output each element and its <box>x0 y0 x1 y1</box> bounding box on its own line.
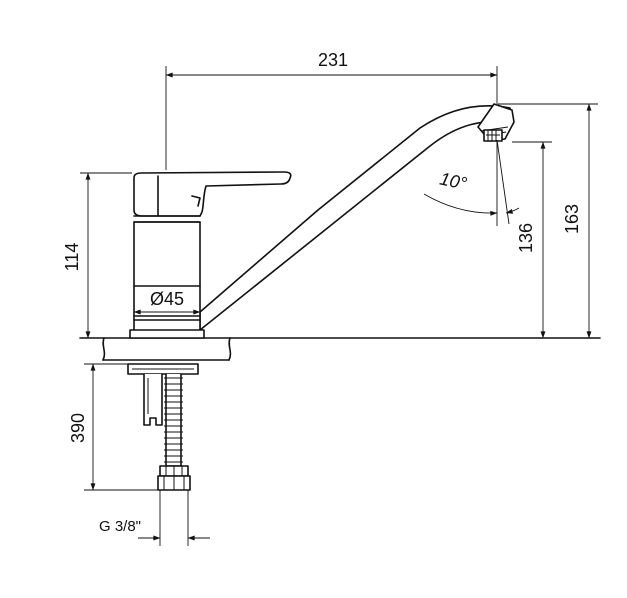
dimension-outlet-height-value: 136 <box>516 223 536 253</box>
dimension-hose-length: 390 <box>68 363 160 491</box>
countertop <box>79 337 601 361</box>
dimension-connection-thread-value: G 3/8" <box>99 518 141 535</box>
dimension-reach: 231 <box>165 50 498 170</box>
faucet-body <box>129 221 205 339</box>
dimension-body-height: 114 <box>62 172 132 339</box>
dimension-total-height-value: 163 <box>562 204 582 234</box>
dimension-body-height-value: 114 <box>62 243 82 272</box>
dimension-outlet-height: 136 <box>512 141 552 339</box>
aerator <box>477 103 515 142</box>
dimension-body-diameter: Ø45 <box>133 289 201 315</box>
dimension-angle-value: 10° <box>438 169 469 194</box>
mounting-shank <box>127 363 199 426</box>
dimension-hose-length-value: 390 <box>68 413 88 443</box>
dimension-reach-value: 231 <box>318 50 348 70</box>
dimension-angle: 10° <box>423 139 520 226</box>
spout <box>199 105 514 331</box>
dimension-body-diameter-value: Ø45 <box>150 289 184 309</box>
lever-handle <box>133 171 292 223</box>
dimension-connection-thread: G 3/8" <box>99 490 210 546</box>
flexible-hose <box>157 373 191 491</box>
dimension-total-height: 163 <box>498 103 598 339</box>
